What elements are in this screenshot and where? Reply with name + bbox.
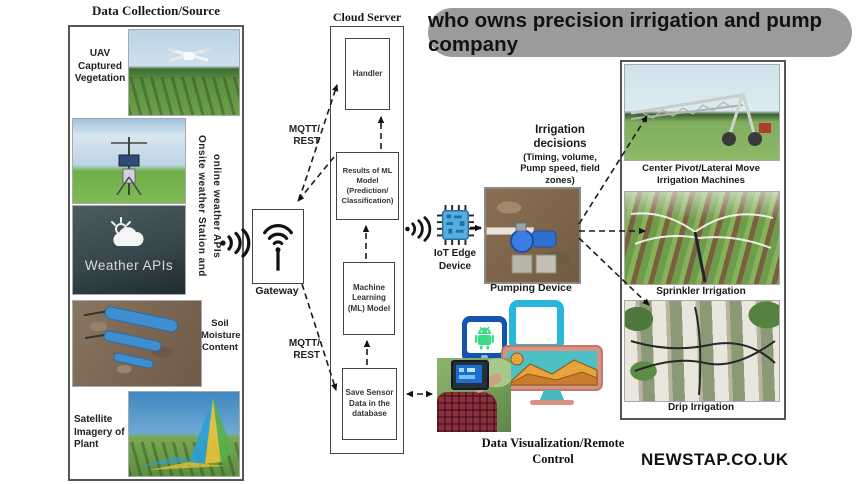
iot-chip-icon (436, 205, 474, 245)
iot-edge-label: IoT Edge Device (424, 247, 486, 273)
weather-apis-image: Weather APIs (72, 205, 186, 295)
center-pivot-label: Center Pivot/Lateral Move Irrigation Mac… (624, 163, 778, 188)
pivot-label-line1: Center Pivot/Lateral Move (642, 163, 760, 174)
mqtt-rest-bottom: MQTT/ REST (276, 338, 320, 362)
headline-text: who owns precision irrigation and pump c… (428, 8, 823, 56)
drip-label: Drip Irrigation (667, 402, 735, 413)
tablet-widget (459, 368, 464, 372)
wifi-antenna-icon (263, 224, 293, 271)
monitor-chart-icon (501, 345, 603, 405)
cloud-server-title: Cloud Server (332, 10, 402, 24)
gateway-box (252, 209, 304, 284)
weather-station-image (72, 118, 186, 204)
person-tablet-image (437, 358, 511, 432)
soil-moisture-image (72, 300, 202, 387)
pumping-device-label: Pumping Device (490, 282, 572, 294)
tablet-home-button (481, 355, 488, 359)
satellite-label: Satellite Imagery of Plant (74, 414, 125, 450)
rest-line: REST (293, 136, 320, 147)
save-database-box: Save Sensor Data in the database (342, 368, 397, 440)
weather-station-icon (111, 137, 147, 196)
sprinkler-spray-icon (630, 212, 774, 283)
iot-edge-line1: IoT Edge (433, 248, 477, 259)
person-shirt (437, 392, 497, 432)
onsite-weather-label: Onsite weather Station and online weathe… (196, 135, 222, 277)
decisions-line2: decisions (533, 138, 587, 151)
decisions-line4: Pump speed, field (520, 163, 600, 174)
sprinkler-label: Sprinkler Irrigation (656, 286, 746, 297)
uav-label: UAV Captured Vegetation (74, 48, 126, 84)
decisions-line3: (Timing, volume, (523, 151, 597, 162)
decisions-line1: Irrigation (535, 124, 585, 136)
mqtt-line: MQTT/ (288, 124, 320, 135)
pivot-label-line2: Irrigation Machines (657, 175, 745, 187)
tablet-widget (467, 368, 475, 372)
android-tablet-icon (462, 316, 507, 363)
visualization-line1: Data Visualization/Remote (481, 436, 625, 450)
cloud-sun-icon (111, 217, 144, 246)
satellite-image (128, 391, 240, 477)
pump-pipe (486, 227, 534, 235)
watermark-text: NEWSTAP.CO.UK (641, 450, 789, 469)
gateway-label: Gateway (255, 285, 299, 297)
pump-icon (510, 222, 557, 274)
uav-image (128, 29, 240, 116)
tablet-widget (459, 375, 475, 379)
crop-rows (129, 77, 239, 115)
handler-box: Handler (345, 38, 390, 110)
visualization-line2: Control (532, 451, 574, 466)
soil-moisture-label: Soil Moisture Content (201, 318, 241, 353)
headline-banner: who owns precision irrigation and pump c… (428, 8, 852, 57)
mqtt-rest-top: MQTT/ REST (276, 124, 320, 148)
drone-icon (167, 48, 211, 62)
ml-model-box: Machine Learning (ML) Model (343, 262, 395, 335)
satellite-beams-icon (139, 398, 233, 470)
iot-edge-line2: Device (438, 261, 472, 272)
mqtt-line: MQTT/ (288, 338, 320, 349)
irrigation-outputs-box: Center Pivot/Lateral Move Irrigation Mac… (620, 60, 786, 420)
irrigation-decisions: Irrigation decisions (Timing, volume, Pu… (502, 123, 618, 187)
pumping-device-image (484, 187, 581, 284)
decisions-line5: zones) (545, 174, 575, 185)
weather-apis-caption: Weather APIs (84, 258, 174, 273)
android-robot-icon (475, 326, 494, 350)
drip-lines-icon (630, 306, 776, 396)
person-tablet (451, 360, 489, 390)
pivot-machine-icon (630, 92, 771, 146)
visualization-label: Data Visualization/Remote Control (462, 436, 644, 467)
data-collection-title: Data Collection/Source (92, 3, 220, 18)
drip-image (624, 300, 780, 402)
rest-line: REST (293, 350, 320, 361)
sprinkler-image (624, 191, 780, 285)
center-pivot-image (624, 64, 780, 161)
radio-waves-icon (220, 228, 251, 258)
radio-waves-icon (405, 216, 432, 242)
results-box: Results of ML Model (Prediction/ Classif… (336, 152, 399, 220)
soil-probes-icon (83, 306, 179, 369)
